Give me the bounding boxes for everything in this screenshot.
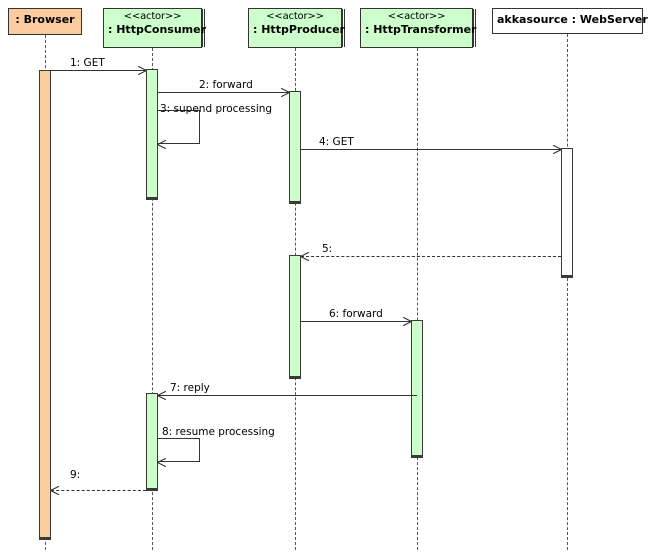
activation-bar-browser[interactable] (39, 70, 51, 540)
message-label-m1: 1: GET (70, 57, 105, 69)
participant-box-httptransformer[interactable]: <<actor>>: HttpTransformer (360, 8, 477, 48)
participant-name: : HttpTransformer (365, 22, 477, 36)
lifeline-webserver (567, 34, 568, 550)
message-label-m9: 9: (70, 469, 81, 481)
message-line-m7[interactable] (158, 395, 417, 396)
participant-name: : HttpProducer (253, 22, 345, 36)
activation-bar-httpproducer[interactable] (289, 255, 301, 379)
participant-box-webserver[interactable]: akkasource : WebServer (492, 8, 648, 34)
participant-stereotype: <<actor>> (266, 11, 324, 22)
lifeline-httpconsumer (152, 48, 153, 550)
participant-box-browser[interactable]: : Browser (8, 8, 82, 35)
participant-stereotype: <<actor>> (387, 11, 446, 22)
message-line-m6[interactable] (301, 321, 411, 322)
participant-name: : Browser (15, 13, 75, 26)
activation-bar-httpproducer[interactable] (289, 91, 301, 204)
message-line-m9[interactable] (51, 490, 146, 491)
activation-bar-httptransformer[interactable] (411, 320, 423, 458)
lifeline-httptransformer (417, 48, 418, 550)
message-label-m8: 8: resume processing (162, 426, 275, 438)
participant-stereotype: <<actor>> (123, 11, 182, 22)
message-label-m7: 7: reply (170, 382, 210, 394)
message-label-m3: 3: supend processing (160, 103, 273, 115)
self-message-m8[interactable] (158, 438, 200, 462)
self-message-m3[interactable] (158, 110, 200, 144)
message-line-m2[interactable] (158, 92, 289, 93)
participant-name: : HttpConsumer (108, 22, 207, 36)
message-label-m2: 2: forward (199, 79, 253, 91)
activation-bar-httpconsumer[interactable] (146, 69, 158, 200)
message-line-m4[interactable] (301, 149, 561, 150)
participant-box-httpproducer[interactable]: <<actor>>: HttpProducer (248, 8, 345, 48)
activation-bar-webserver[interactable] (561, 148, 573, 278)
message-label-m5: 5: (322, 243, 333, 255)
message-label-m4: 4: GET (319, 136, 354, 148)
participant-name: akkasource : WebServer (497, 13, 648, 26)
participant-box-httpconsumer[interactable]: <<actor>>: HttpConsumer (103, 8, 207, 48)
message-label-m6: 6: forward (329, 308, 383, 320)
message-line-m1[interactable] (51, 70, 146, 71)
activation-bar-httpconsumer[interactable] (146, 393, 158, 491)
message-line-m5[interactable] (301, 256, 561, 257)
